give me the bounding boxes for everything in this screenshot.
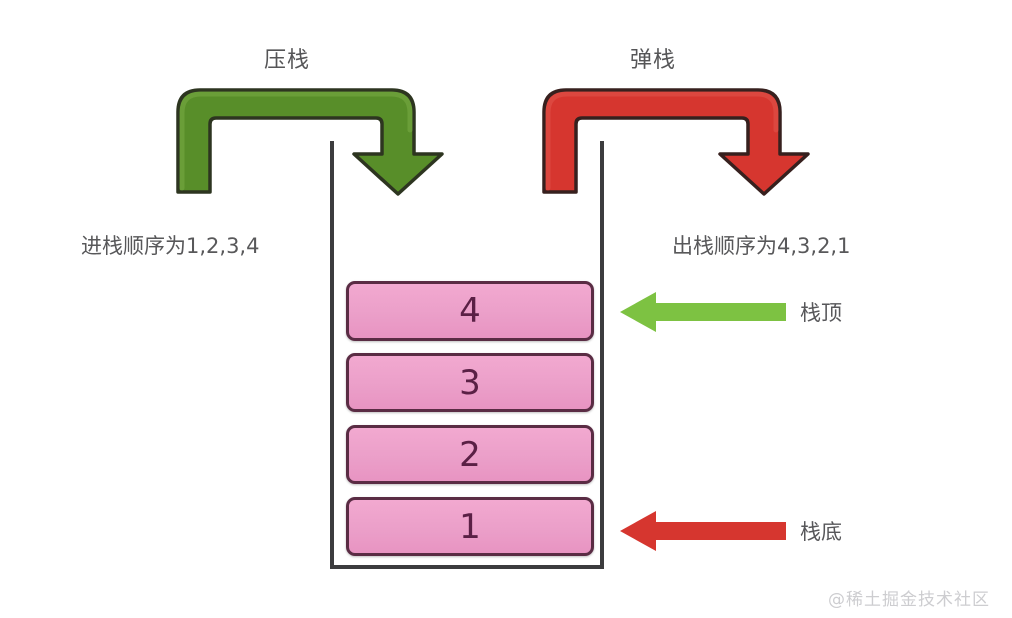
push-arrow <box>170 82 480 202</box>
pop-order-label: 出栈顺序为4,3,2,1 <box>672 234 851 258</box>
stack-item-3[interactable]: 1 <box>346 497 594 556</box>
stack-item-0[interactable]: 4 <box>346 281 594 341</box>
push-title-label: 压栈 <box>264 48 311 73</box>
stack-wall-bottom <box>330 565 604 569</box>
stack-wall-left <box>330 141 334 569</box>
watermark-label: @稀土掘金技术社区 <box>828 590 990 610</box>
stack-item-1[interactable]: 3 <box>346 353 594 412</box>
stack-item-value: 4 <box>459 291 481 331</box>
stack-item-2[interactable]: 2 <box>346 425 594 484</box>
pop-title-label: 弹栈 <box>630 48 677 73</box>
pop-arrow <box>536 82 846 202</box>
stack-item-value: 3 <box>459 362 481 403</box>
push-order-label: 进栈顺序为1,2,3,4 <box>81 234 260 258</box>
stack-item-value: 2 <box>459 434 481 475</box>
stack-wall-right <box>600 141 604 569</box>
stack-item-value: 1 <box>459 506 481 547</box>
stack-top-pointer-arrow <box>620 291 788 333</box>
stack-bottom-pointer-label: 栈底 <box>800 520 842 544</box>
stack-bottom-pointer-arrow <box>620 510 788 552</box>
stack-top-pointer-label: 栈顶 <box>800 301 842 325</box>
